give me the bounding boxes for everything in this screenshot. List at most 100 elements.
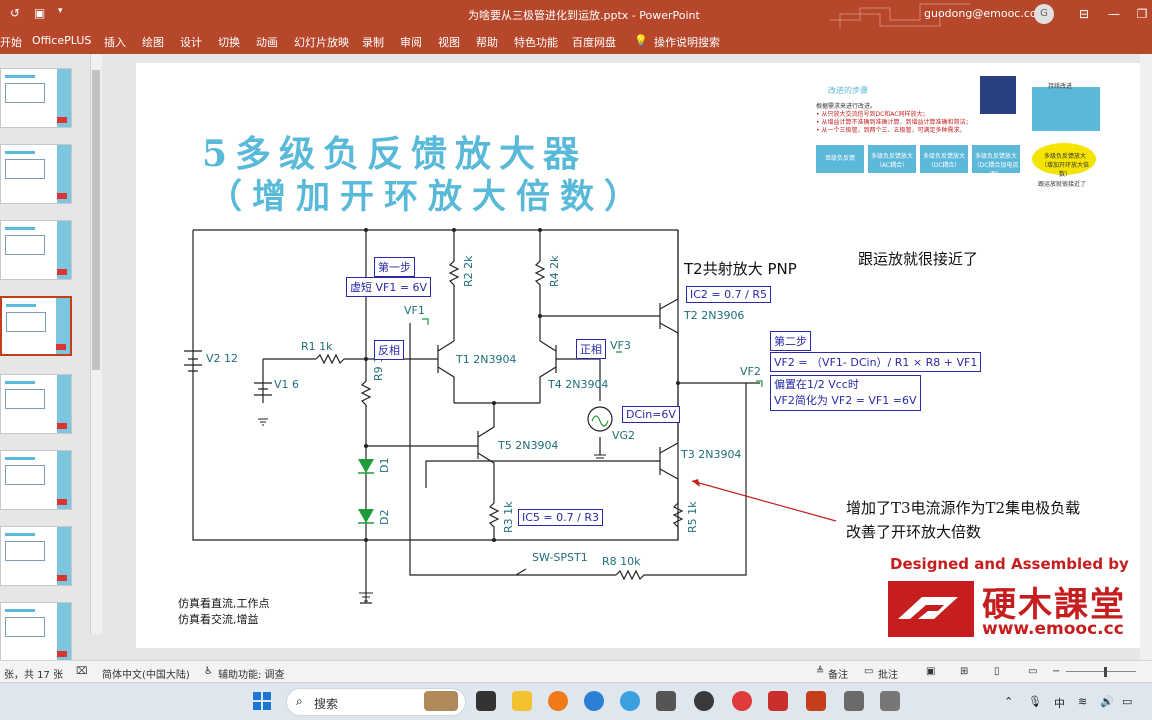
virtual-short-box: 虚短 VF1 = 6V: [346, 277, 432, 297]
task-view-icon[interactable]: [476, 691, 496, 711]
label-r2: R2 2k: [462, 255, 475, 287]
label-r1: R1 1k: [301, 340, 333, 353]
app-g-icon[interactable]: [732, 691, 752, 711]
user-name[interactable]: guodong@emooc.cc: [924, 7, 1036, 20]
label-r3: R3 1k: [502, 501, 515, 533]
designed-by: Designed and Assembled by: [890, 555, 1129, 573]
tab-officeplus[interactable]: OfficePLUS: [32, 34, 92, 47]
autosave-icon[interactable]: ↺: [10, 6, 21, 20]
app-icon[interactable]: [656, 691, 676, 711]
slide-thumbnail[interactable]: [0, 144, 72, 204]
comments-icon: ▭: [864, 666, 874, 677]
search-app-icon[interactable]: [548, 691, 568, 711]
quick-access-dropdown-icon[interactable]: ▾: [58, 6, 63, 16]
label-vf2: VF2: [740, 365, 761, 378]
tab-draw[interactable]: 绘图: [142, 36, 164, 49]
tab-features[interactable]: 特色功能: [514, 36, 558, 49]
tab-home[interactable]: 开始: [0, 36, 22, 49]
label-t5: T5 2N3904: [498, 439, 559, 452]
lightbulb-icon: 💡: [634, 34, 648, 47]
zoom-slider[interactable]: [1066, 671, 1136, 672]
mini-note: 跟运放就很接近了: [1038, 181, 1087, 188]
step2-box: 第二步: [770, 331, 811, 351]
ime-indicator[interactable]: 中: [1054, 697, 1065, 710]
language-status[interactable]: 简体中文(中国大陆): [102, 670, 190, 681]
mini-step-1: 单级负反馈: [816, 145, 864, 173]
tab-view[interactable]: 视图: [438, 36, 460, 49]
slide-scrollbar[interactable]: [1140, 54, 1152, 660]
slide-thumbnail[interactable]: [0, 374, 72, 434]
powerpoint-icon[interactable]: [806, 691, 826, 711]
slide-thumbnail[interactable]: [0, 450, 72, 510]
file-explorer-icon[interactable]: [512, 691, 532, 711]
normal-view-icon[interactable]: ▣: [926, 666, 936, 677]
edge-icon[interactable]: [584, 691, 604, 711]
label-vf3: VF3: [610, 339, 631, 352]
tab-animations[interactable]: 动画: [256, 36, 278, 49]
reading-view-icon[interactable]: ▯: [994, 666, 1000, 677]
tab-insert[interactable]: 插入: [104, 36, 126, 49]
slide-thumbnail-current[interactable]: [0, 296, 72, 356]
tell-me-search[interactable]: 操作说明搜索: [654, 36, 720, 49]
tab-baidu-netdisk[interactable]: 百度网盘: [572, 36, 616, 49]
zoom-slider-thumb[interactable]: [1104, 667, 1107, 677]
chart-app-icon[interactable]: [768, 691, 788, 711]
zoom-out-icon[interactable]: −: [1052, 666, 1061, 677]
windows-start-icon[interactable]: [252, 691, 272, 711]
microphone-icon[interactable]: 🎙: [1028, 695, 1042, 708]
emooc-logo-icon: [888, 581, 974, 637]
label-r4: R4 2k: [548, 255, 561, 287]
tab-design[interactable]: 设计: [180, 36, 202, 49]
status-bar: 张，共 17 张 ⌧ 简体中文(中国大陆) ♿ 辅助功能: 调查 ≜ 备注 ▭ …: [0, 660, 1152, 682]
notes-icon: ≜: [816, 666, 825, 677]
slide-thumbnail[interactable]: [0, 526, 72, 586]
near-opamp-note: 跟运放就很接近了: [858, 250, 979, 268]
tab-record[interactable]: 录制: [362, 36, 384, 49]
save-icon[interactable]: ▣: [34, 6, 46, 20]
slide-thumbnail[interactable]: [0, 602, 72, 662]
slide-thumbnail[interactable]: [0, 68, 72, 128]
minimize-icon[interactable]: —: [1108, 7, 1120, 21]
mini-text-3: • 从增益计算不准确到准确计算，到增益计算准确和简洁；: [816, 119, 972, 126]
wifi-icon[interactable]: ≋: [1078, 695, 1088, 708]
avatar[interactable]: G: [1034, 4, 1054, 24]
maximize-icon[interactable]: ❐: [1136, 7, 1148, 21]
tab-help[interactable]: 帮助: [476, 36, 498, 49]
ic5-box: IC5 = 0.7 / R3: [518, 509, 603, 526]
mini-text-4: • 从一个三极管，到两个三、五极管，可满足多种需求。: [816, 127, 966, 134]
mini-step-3: 多级负反馈放大（DC耦合）: [920, 145, 968, 173]
slide-canvas[interactable]: 5多级负反馈放大器 （增加开环放大倍数）: [136, 63, 1142, 648]
mini-step-4: 多级负反馈放大（DC耦合加电流源）: [972, 145, 1020, 178]
slide-thumbnail[interactable]: [0, 220, 72, 280]
comments-button[interactable]: 批注: [878, 670, 898, 681]
mini-step-2: 多级负反馈放大（AC耦合）: [868, 145, 916, 173]
label-r8: R8 10k: [602, 555, 641, 568]
bias-line-1: 偏置在1/2 Vcc时: [774, 378, 859, 391]
tab-slideshow[interactable]: 幻灯片放映: [294, 36, 349, 49]
thumbnail-scrollbar-thumb[interactable]: [92, 70, 100, 370]
t3-note-line2: 改善了开环放大倍数: [846, 523, 982, 541]
slide-sorter-icon[interactable]: ⊞: [960, 666, 969, 677]
mini-text-2: • 从只放大交流信号到DC和AC同样放大；: [816, 111, 929, 118]
media-icon[interactable]: [694, 691, 714, 711]
accessibility-status[interactable]: 辅助功能: 调查: [218, 670, 285, 681]
label-vg2: VG2: [612, 429, 636, 442]
ic2-box: IC2 = 0.7 / R5: [686, 286, 771, 303]
tab-transitions[interactable]: 切换: [218, 36, 240, 49]
volume-icon[interactable]: 🔊: [1100, 695, 1114, 708]
mini-title: 改进的步骤: [828, 86, 868, 95]
tray-expand-icon[interactable]: ⌃: [1004, 695, 1014, 708]
tab-review[interactable]: 审阅: [400, 36, 422, 49]
ribbon-display-icon[interactable]: ⊟: [1078, 7, 1090, 21]
calculator-icon[interactable]: [880, 691, 900, 711]
battery-icon[interactable]: ▭: [1122, 695, 1133, 708]
search-label: 搜索: [314, 697, 339, 711]
label-v2: V2 12: [206, 352, 239, 365]
spellcheck-icon[interactable]: ⌧: [76, 666, 88, 677]
calculator-like-icon[interactable]: [844, 691, 864, 711]
slideshow-icon[interactable]: ▭: [1028, 666, 1038, 677]
document-title: 为啥要从三极管进化到运放.pptx - PowerPoint: [468, 9, 700, 22]
browser-icon[interactable]: [620, 691, 640, 711]
label-r5: R5 1k: [686, 501, 699, 533]
notes-button[interactable]: 备注: [828, 670, 848, 681]
